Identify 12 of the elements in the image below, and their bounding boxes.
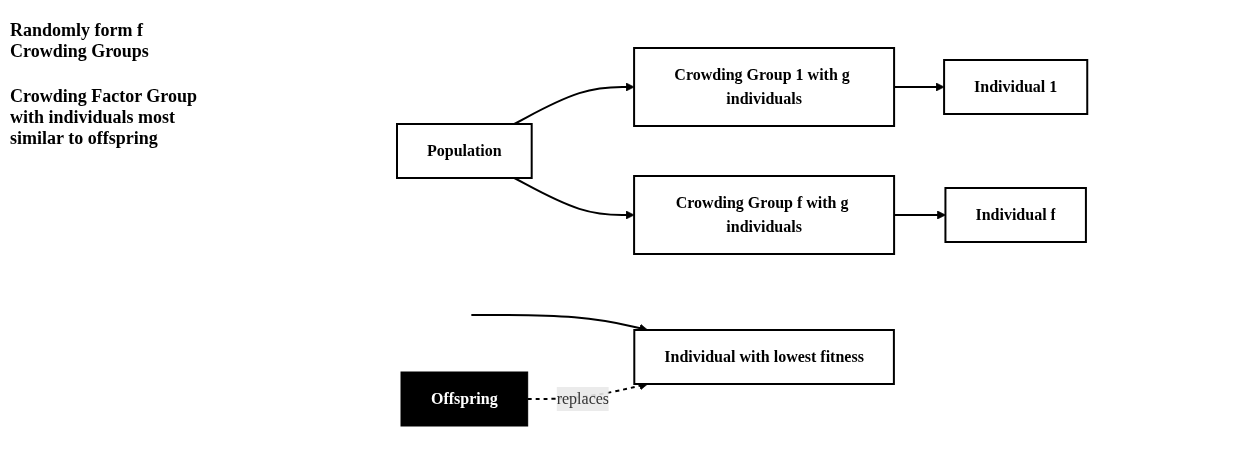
node-box: Offspring <box>400 371 529 427</box>
node-box: Crowding Group 1 with g individuals <box>633 47 896 127</box>
node-box: Individual f <box>944 187 1088 243</box>
note-text: Randomly form f Crowding Groups <box>10 20 150 62</box>
node-box: Population <box>396 123 534 179</box>
node-box: Individual 1 <box>943 59 1089 115</box>
node-box: Crowding Group f with g individuals <box>633 175 896 255</box>
arrow <box>513 82 635 125</box>
edge-label: replaces <box>557 390 610 407</box>
node-box: Individual with lowest fitness <box>633 329 896 385</box>
arrow <box>513 177 635 220</box>
note-text: Crowding Factor Group with individuals most similar to offspring <box>10 86 198 149</box>
